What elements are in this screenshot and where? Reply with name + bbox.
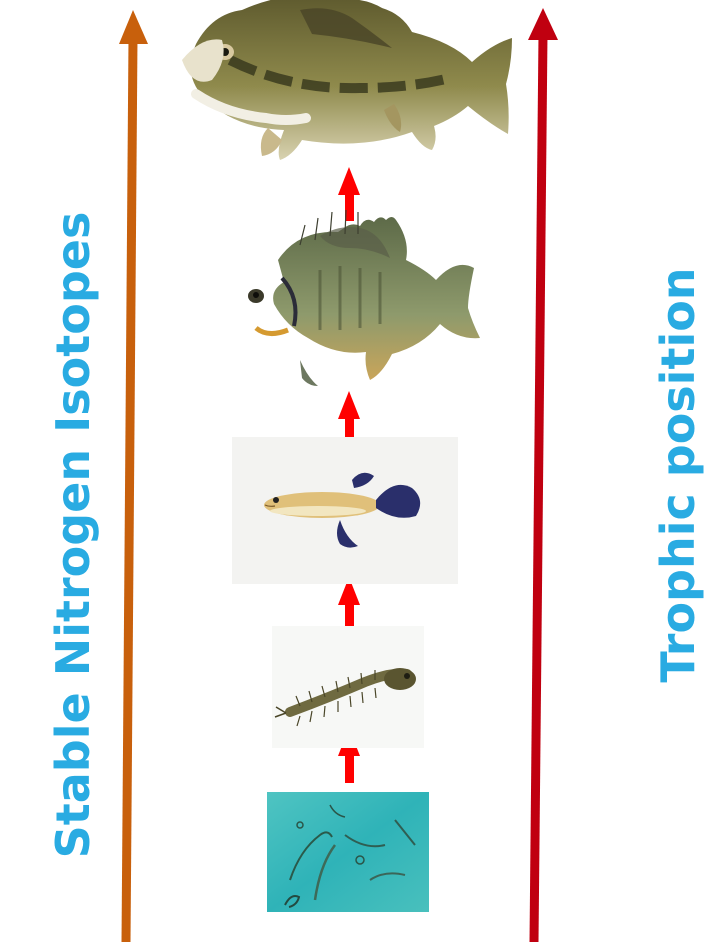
algae-image bbox=[267, 792, 429, 912]
mosquitofish-image bbox=[232, 437, 458, 584]
step-arrow-4 bbox=[338, 167, 360, 221]
step-arrow-3 bbox=[338, 391, 360, 445]
trophic-position-arrow bbox=[528, 8, 558, 942]
largemouth-bass-image bbox=[182, 0, 512, 160]
nitrogen-isotope-arrow bbox=[119, 10, 148, 942]
bluegill-image bbox=[248, 210, 480, 386]
mosquito-larva-image bbox=[272, 626, 424, 748]
step-arrow-2 bbox=[338, 577, 360, 633]
